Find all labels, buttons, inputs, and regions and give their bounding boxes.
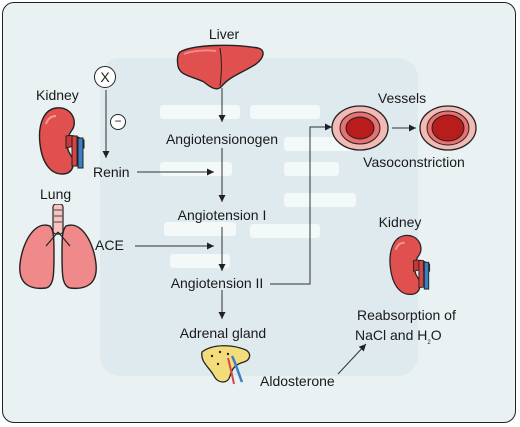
vessels-label: Vessels xyxy=(377,90,427,106)
lung-icon xyxy=(19,204,97,290)
vasoconstriction-label: Vasoconstriction xyxy=(363,154,465,170)
vessel-icon xyxy=(419,105,477,151)
ghost-bar xyxy=(284,162,339,176)
ghost-bar xyxy=(250,105,320,119)
angiotensin1-label: Angiotension I xyxy=(177,207,267,223)
ghost-bar xyxy=(284,193,356,207)
reabsorption-subscript: 2 xyxy=(427,339,431,346)
aldosterone-label: Aldosterone xyxy=(260,373,335,389)
ace-label: ACE xyxy=(95,237,124,253)
liver-icon xyxy=(176,44,264,90)
ghost-bar xyxy=(164,222,236,236)
vessel-icon xyxy=(331,105,389,151)
inhibition-x-text: X xyxy=(100,69,110,85)
kidney-left-label: Kidney xyxy=(36,87,79,103)
arrow-angiotensin2-to-vessels xyxy=(270,123,332,285)
kidney-icon xyxy=(389,234,431,296)
ghost-bar xyxy=(250,224,320,238)
lung-label: Lung xyxy=(40,186,72,202)
kidney-right-label: Kidney xyxy=(378,214,422,230)
renin-label: Renin xyxy=(93,164,130,180)
inhibition-minus-text: − xyxy=(114,114,122,128)
reabsorption-nacl-text: NaCl and H xyxy=(355,327,428,343)
reabsorption-line2-label: NaCl and H2O xyxy=(355,327,442,351)
kidney-icon xyxy=(38,107,85,175)
reabsorption-o-text: O xyxy=(430,327,442,343)
adrenal-gland-label: Adrenal gland xyxy=(179,325,267,341)
inhibition-x-symbol: X xyxy=(94,66,116,88)
liver-label: Liver xyxy=(208,26,240,42)
reabsorption-line1-label: Reabsorption of xyxy=(357,307,456,323)
ghost-bar xyxy=(170,254,230,268)
angiotensin2-label: Angiotension II xyxy=(170,275,264,291)
angiotensinogen-label: Angiotensionogen xyxy=(165,131,279,147)
adrenal-gland-icon xyxy=(201,345,251,385)
arrow-aldosterone-to-kidney xyxy=(337,343,367,375)
inhibition-minus-symbol: − xyxy=(110,114,126,130)
